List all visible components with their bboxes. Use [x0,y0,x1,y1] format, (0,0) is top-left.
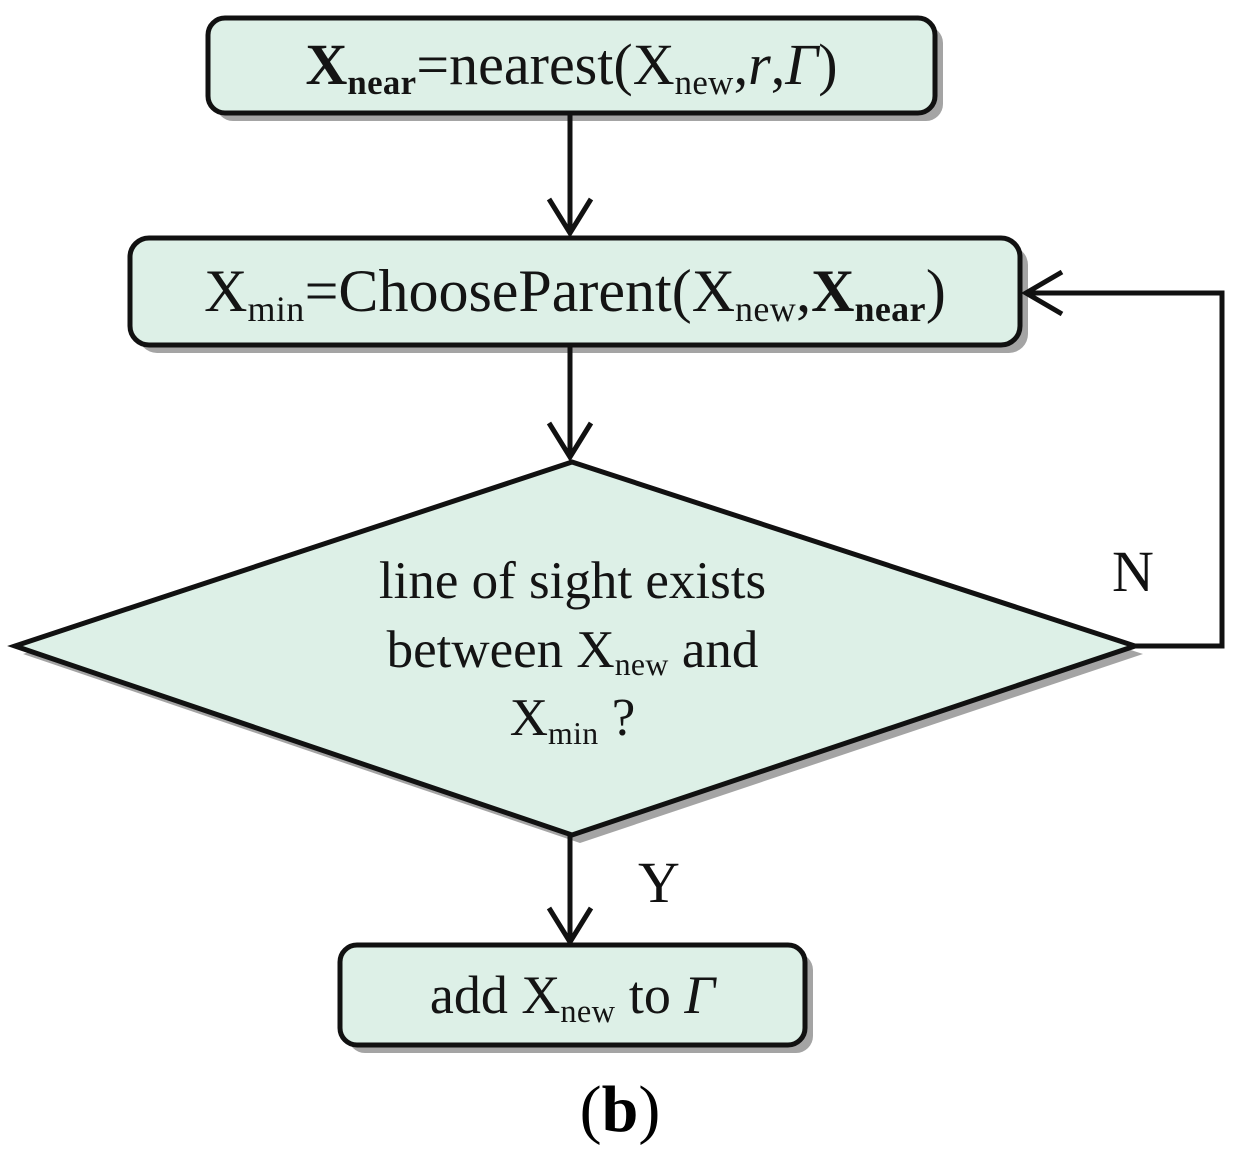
edge-nearest-to-chooseparent [546,113,594,238]
node-addnew-shape[interactable] [337,942,808,1048]
node-lineofsight-shape[interactable] [7,459,1143,838]
caption-open-paren: ( [579,1073,602,1146]
caption-letter: b [601,1073,639,1146]
figure-caption: (b) [0,1072,1240,1148]
node-nearest-shape[interactable] [205,15,938,116]
edge-lineofsight-yes-to-addnew [546,835,594,947]
caption-close-paren: ) [638,1073,661,1146]
edge-lineofsight-no-feedback [1021,269,1225,649]
edge-chooseparent-to-lineofsight [546,345,594,462]
node-chooseparent-shape[interactable] [127,235,1023,348]
